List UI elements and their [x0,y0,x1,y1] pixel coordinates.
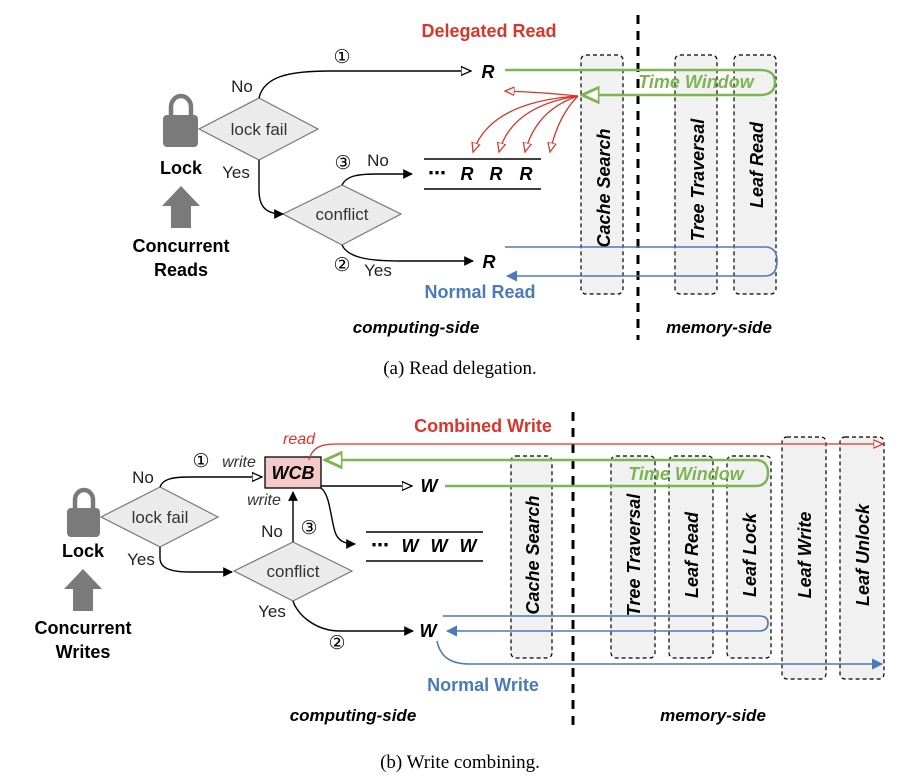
delegation-fanout [473,91,579,152]
edge-yes-to-normal [341,244,474,266]
branch-label-yes: Yes [364,261,392,280]
edge-no-to-queue [341,169,413,186]
read-label: read [283,431,316,448]
queued-request: R [461,164,474,184]
up-arrow-icon [64,569,102,611]
branch-label-yes: Yes [127,550,155,569]
edge-wcb-to-queue [320,487,356,549]
stage-label: Leaf Read [747,121,767,208]
memory-stage-tree-traversal: Tree Traversal [674,54,718,295]
normal-read-path [505,246,778,282]
stage-label: Leaf Write [795,512,815,599]
branch-label-no: No [367,151,389,170]
up-arrow-icon [162,186,200,228]
panel-read-delegation: Cache Search Tree Traversal Leaf Read De… [132,15,778,379]
panel-title: Delegated Read [421,21,556,41]
edge-yes-to-conflict [258,160,284,219]
branch-label-yes: Yes [222,163,250,182]
stage-label: Cache Search [594,128,614,247]
decision-label: conflict [316,205,369,224]
queued-request: W [402,536,421,556]
queued-request: R [520,164,533,184]
stage-label: Tree Traversal [688,118,708,241]
write-combining-buffer [264,456,322,489]
normal-write-return-path [443,615,769,637]
step-marker-2: ② [333,255,350,276]
decision-label: lock fail [231,120,288,139]
normal-path-label: Normal Write [427,675,539,695]
memory-side-label: memory-side [660,706,766,725]
branch-label-no: No [231,77,253,96]
time-window-label: Time Window [638,72,755,92]
memory-side-label: memory-side [666,318,772,337]
step-marker-2: ② [328,633,345,654]
decision-label: lock fail [132,508,189,527]
memory-stage-leaf-unlock: Leaf Unlock [839,436,885,680]
time-window-path [325,460,770,488]
queued-request: W [460,536,479,556]
step-marker-1: ① [333,47,350,68]
source-label-line1: Concurrent [132,236,229,256]
stage-label: Leaf Read [682,511,702,598]
wcb-label: WCB [272,463,315,483]
memory-stage-tree-traversal: Tree Traversal [610,455,656,659]
source-label-line2: Writes [56,642,111,662]
lock-icon [67,487,100,537]
memory-stage-cache-search: Cache Search [510,455,553,659]
edge-no-to-read [258,71,471,99]
step-marker-3: ③ [300,518,317,539]
edge-no-to-wcb [159,477,262,488]
panel-caption: (a) Read delegation. [383,358,537,379]
stage-label: Tree Traversal [624,493,644,616]
source-label-line1: Concurrent [34,618,131,638]
edge-yes-to-normal [292,600,414,636]
computing-side-label: computing-side [290,706,417,725]
queued-request: W [431,536,450,556]
stage-label: Leaf Lock [740,512,760,597]
queue-ellipsis: ⋯ [371,535,389,555]
memory-stage-leaf-read: Leaf Read [668,455,714,659]
request-glyph: W [420,621,439,641]
memory-stage-leaf-lock: Leaf Lock [726,455,772,659]
delegated-read-path [505,68,777,95]
branch-label-no: No [261,522,283,541]
edge-yes-to-conflict [159,547,233,577]
memory-stage-leaf-read: Leaf Read [733,54,777,295]
queue-ellipsis: ⋯ [428,163,446,183]
combined-write-path [308,444,883,461]
request-glyph: R [483,252,496,272]
memory-stage-cache-search: Cache Search [580,54,624,295]
panel-title: Combined Write [414,416,552,436]
lock-icon [163,93,198,147]
panel-caption: (b) Write combining. [380,752,540,773]
lock-label: Lock [62,541,105,561]
request-glyph: W [421,476,440,496]
panel-write-combining: Cache Search Tree Traversal Leaf Read Le… [34,412,885,773]
computing-side-label: computing-side [353,318,480,337]
time-window-label: Time Window [628,464,745,484]
normal-write-forward-path [436,640,884,670]
stage-label: Leaf Unlock [853,503,873,606]
normal-path-label: Normal Read [424,282,535,302]
write-label: write [247,492,281,509]
stage-label: Cache Search [523,495,543,614]
source-label-line2: Reads [154,260,208,280]
lock-label: Lock [160,158,203,178]
step-marker-1: ① [192,451,209,472]
branch-label-no: No [132,468,154,487]
branch-label-yes: Yes [258,602,286,621]
step-marker-3: ③ [334,153,351,174]
write-label: write [222,454,256,471]
request-glyph: R [482,62,495,82]
decision-label: conflict [267,562,320,581]
memory-stage-leaf-write: Leaf Write [781,436,827,680]
queued-request: R [490,164,503,184]
